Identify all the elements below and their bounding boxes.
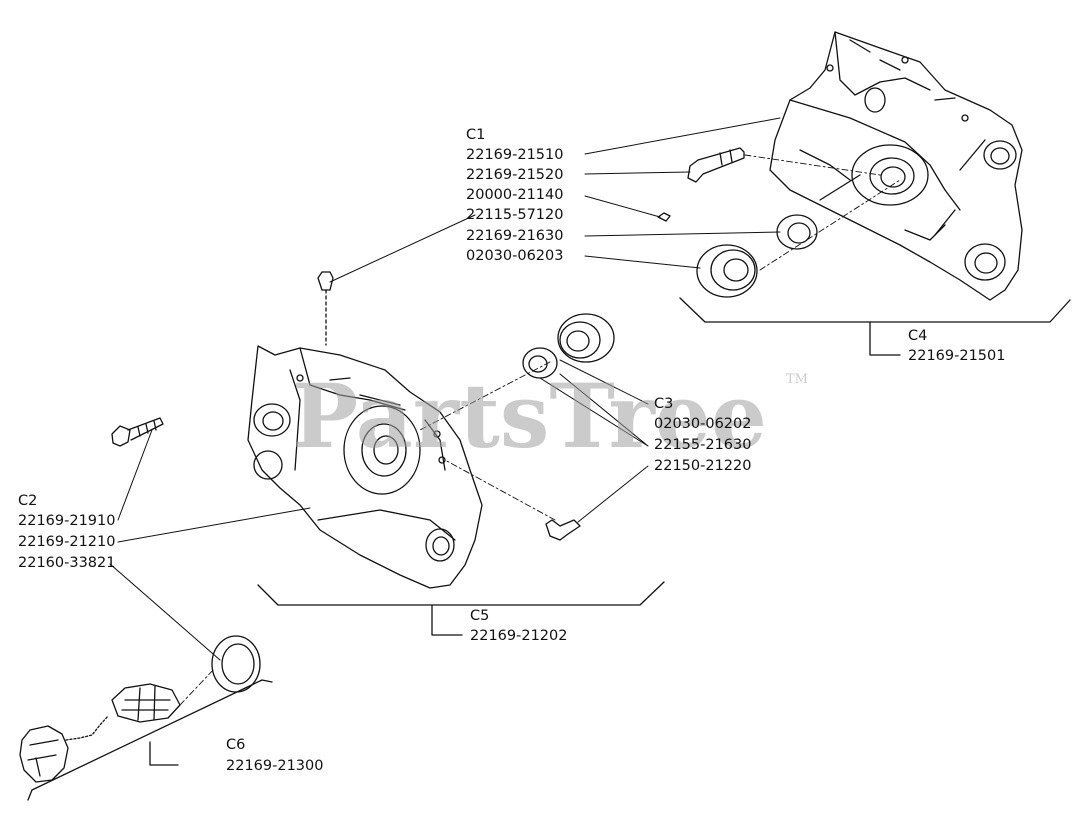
part-number[interactable]: 02030-06203	[466, 248, 564, 264]
label-c1: C1	[466, 127, 486, 143]
label-c5: C5	[470, 608, 490, 624]
part-number[interactable]: 22155-21630	[654, 437, 752, 453]
part-number[interactable]: 22169-21501	[908, 348, 1006, 364]
leader-c5	[431, 604, 463, 636]
watermark-trademark: TM	[786, 372, 808, 387]
bracket-c6	[27, 679, 273, 801]
part-number[interactable]: 22169-21910	[18, 513, 116, 529]
leader-c4	[869, 321, 901, 356]
part-number[interactable]: 22115-57120	[466, 207, 564, 223]
part-number[interactable]: 20000-21140	[466, 187, 564, 203]
part-number[interactable]: 22169-21300	[226, 758, 324, 774]
screw-top	[317, 271, 334, 346]
part-number[interactable]: 22169-21210	[18, 534, 116, 550]
watermark-text: PartsTree	[292, 364, 767, 468]
ball-bearing-c3	[557, 313, 615, 363]
ball-bearing-c1	[696, 244, 758, 298]
elbow-fitting	[545, 519, 581, 541]
part-number[interactable]: 22150-21220	[654, 458, 752, 474]
part-number[interactable]: 22169-21630	[466, 228, 564, 244]
label-c6: C6	[226, 737, 246, 753]
fuel-strainer	[111, 683, 181, 723]
part-number[interactable]: 22160-33821	[18, 555, 116, 571]
label-c4: C4	[908, 328, 928, 344]
crankcase-right-half	[769, 31, 1023, 301]
assembly-axes	[179, 154, 901, 706]
shaft-pin	[687, 147, 745, 183]
part-number[interactable]: 22169-21510	[466, 147, 564, 163]
bracket-c4	[679, 297, 1071, 323]
part-number[interactable]: 02030-06202	[654, 416, 752, 432]
crankcase-bolt	[111, 417, 164, 447]
leader-c6	[149, 741, 179, 766]
cap-chain	[65, 715, 109, 741]
cap-gasket	[211, 635, 261, 693]
leader-lines	[109, 117, 781, 661]
oil-seal-c1	[776, 214, 818, 250]
crankcase-left-half	[247, 345, 483, 589]
part-number[interactable]: 22169-21520	[466, 167, 564, 183]
label-c2: C2	[18, 493, 38, 509]
bracket-c5	[257, 581, 665, 606]
dowel-pin	[657, 212, 671, 222]
part-number[interactable]: 22169-21202	[470, 628, 568, 644]
fuel-tank-cap	[19, 725, 69, 783]
label-c3: C3	[654, 396, 674, 412]
